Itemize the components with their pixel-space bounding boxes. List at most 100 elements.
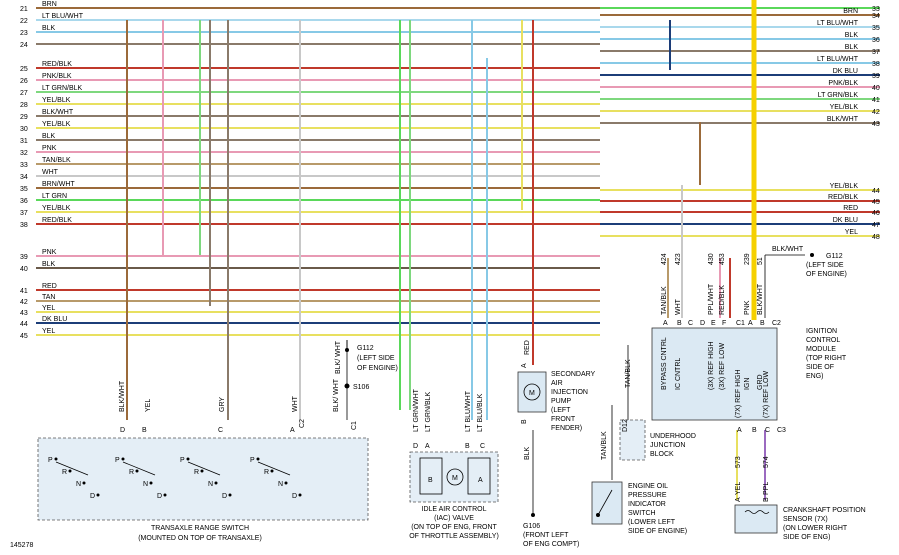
trs-wire-gry: GRY	[219, 397, 226, 412]
oil-pressure-switch: TAN/BLK ENGINE OIL PRESSURE INDICATOR SW…	[591, 431, 687, 535]
g106-name: G106	[523, 523, 540, 530]
left-wire-num-41: 41	[20, 288, 28, 295]
trs-wire-yel: YEL	[145, 399, 152, 412]
crankshaft-position-sensor: A B CRANKSHAFT POSITION SENSOR (7X) (ON …	[734, 497, 866, 541]
sair-l1: SECONDARY	[551, 371, 596, 378]
ujb-l1: UNDERHOOD	[650, 433, 696, 440]
g112b-name: G112	[826, 253, 843, 260]
right-wire-num-44: 44	[872, 188, 880, 195]
right-wire-label-40: PNK/BLK	[828, 80, 858, 87]
left-wire-num-31: 31	[20, 138, 28, 145]
iac-wire-3: LT BLU/WHT	[465, 390, 472, 432]
trs-contact	[270, 469, 274, 473]
iac-pin-b: B	[465, 443, 470, 450]
ckp-l1: CRANKSHAFT POSITION	[783, 507, 866, 514]
secondary-air-pump: M A B RED BLK SECONDARY AIR INJECTION PU…	[517, 340, 596, 460]
trs-contact	[68, 469, 72, 473]
left-wire-label-30: YEL/BLK	[42, 121, 71, 128]
trs-position-2-0: P	[180, 457, 185, 464]
sair-l7: FENDER)	[551, 425, 582, 432]
g112b-wire: BLK/WHT	[772, 246, 804, 253]
right-wire-label-36: BLK	[845, 32, 859, 39]
right-wire-label-43: BLK/WHT	[827, 116, 859, 123]
ckp-l3: (ON LOWER RIGHT	[783, 525, 848, 532]
left-wire-num-32: 32	[20, 150, 28, 157]
right-wire-num-48: 48	[872, 234, 880, 241]
trs-wire-wht: WHT	[292, 395, 299, 412]
icm-wire-0: TAN/BLK	[661, 286, 668, 315]
left-wire-num-27: 27	[20, 90, 28, 97]
icm-l3: MODULE	[806, 346, 836, 353]
left-wire-num-24: 24	[20, 42, 28, 49]
trs-position-2-2: N	[208, 481, 213, 488]
icm-pin-7: A	[748, 320, 753, 327]
left-wire-num-34: 34	[20, 174, 28, 181]
left-wire-num-35: 35	[20, 186, 28, 193]
right-wire-num-40: 40	[872, 85, 880, 92]
trs-contact	[256, 457, 260, 461]
left-wire-num-26: 26	[20, 78, 28, 85]
sair-l5: (LEFT	[551, 407, 571, 414]
sair-l3: INJECTION	[551, 389, 588, 396]
left-wire-num-37: 37	[20, 210, 28, 217]
trs-pin-c: C	[218, 427, 223, 434]
ckp-pin-a: A	[735, 497, 742, 502]
icm-bottom-pin-2: C	[765, 427, 770, 434]
ujb-l3: BLOCK	[650, 451, 674, 458]
diagram-id: 145278	[10, 542, 33, 549]
g112a-note1: (LEFT SIDE	[357, 355, 395, 362]
right-wire-label-47: DK BLU	[833, 217, 858, 224]
g106-note2: OF ENG COMPT)	[523, 541, 579, 548]
oil-l1: ENGINE OIL	[628, 483, 668, 490]
sair-l2: AIR	[551, 380, 563, 387]
right-wire-num-39: 39	[872, 73, 880, 80]
icm-l6: ENG)	[806, 373, 824, 380]
left-wire-label-36: LT GRN	[42, 193, 67, 200]
icm-input-2: (3X) REF HIGH	[708, 341, 715, 390]
trs-position-3-3: D	[292, 493, 297, 500]
right-wire-label-46: RED	[843, 205, 858, 212]
icm-input-4: IGN	[744, 378, 751, 390]
left-wire-num-21: 21	[20, 6, 28, 13]
left-wire-label-43: YEL	[42, 305, 55, 312]
trs-blade	[55, 461, 89, 476]
g112a-splice: S106	[353, 384, 369, 391]
trs-contact	[135, 469, 139, 473]
icm-wire-1: WHT	[675, 298, 682, 315]
iac-pin-d: D	[413, 443, 418, 450]
oil-wire: TAN/BLK	[601, 431, 608, 460]
trs-position-0-0: P	[48, 457, 53, 464]
right-wire-num-42: 42	[872, 109, 880, 116]
sair-motor: M	[529, 390, 535, 397]
left-wire-num-39: 39	[20, 254, 28, 261]
icm-circuit-430: 430	[708, 253, 715, 265]
ground-g112-right: BLK/WHT G112 (LEFT SIDE OF ENGINE)	[772, 246, 847, 278]
sair-pin-a: A	[521, 363, 528, 368]
trs-contact	[149, 481, 153, 485]
underhood-junction-block: TAN/BLK D12 UNDERHOOD JUNCTION BLOCK	[619, 359, 696, 461]
sair-l4: PUMP	[551, 398, 572, 405]
left-wire-num-25: 25	[20, 66, 28, 73]
icm-wire-4: PNK	[744, 300, 751, 315]
icm-circuit-424: 424	[661, 253, 668, 265]
trs-pin-c1: C1	[351, 421, 358, 430]
right-wire-num-47: 47	[872, 222, 880, 229]
left-wire-num-42: 42	[20, 299, 28, 306]
right-wire-label-48: YEL	[845, 229, 858, 236]
right-wire-label-38: LT BLU/WHT	[817, 56, 859, 63]
ckp-l4: SIDE OF ENG)	[783, 534, 830, 541]
trs-position-2-3: D	[222, 493, 227, 500]
trs-position-2-1: R	[194, 469, 199, 476]
ground-g112-left: G112 (LEFT SIDE OF ENGINE) BLK/ WHT S106	[335, 340, 398, 391]
g112a-name: G112	[357, 345, 374, 352]
iac-l1: IDLE AIR CONTROL	[422, 506, 487, 513]
trs-conn-c2: C2	[299, 419, 306, 428]
icm-pin-3: D	[700, 320, 705, 327]
icm-wire-3: RED/BLK	[719, 285, 726, 315]
right-wire-label-34: BRN	[843, 8, 858, 15]
icm-pin-2: C	[688, 320, 693, 327]
icm-output-0: (7X) REF HIGH	[735, 369, 742, 418]
